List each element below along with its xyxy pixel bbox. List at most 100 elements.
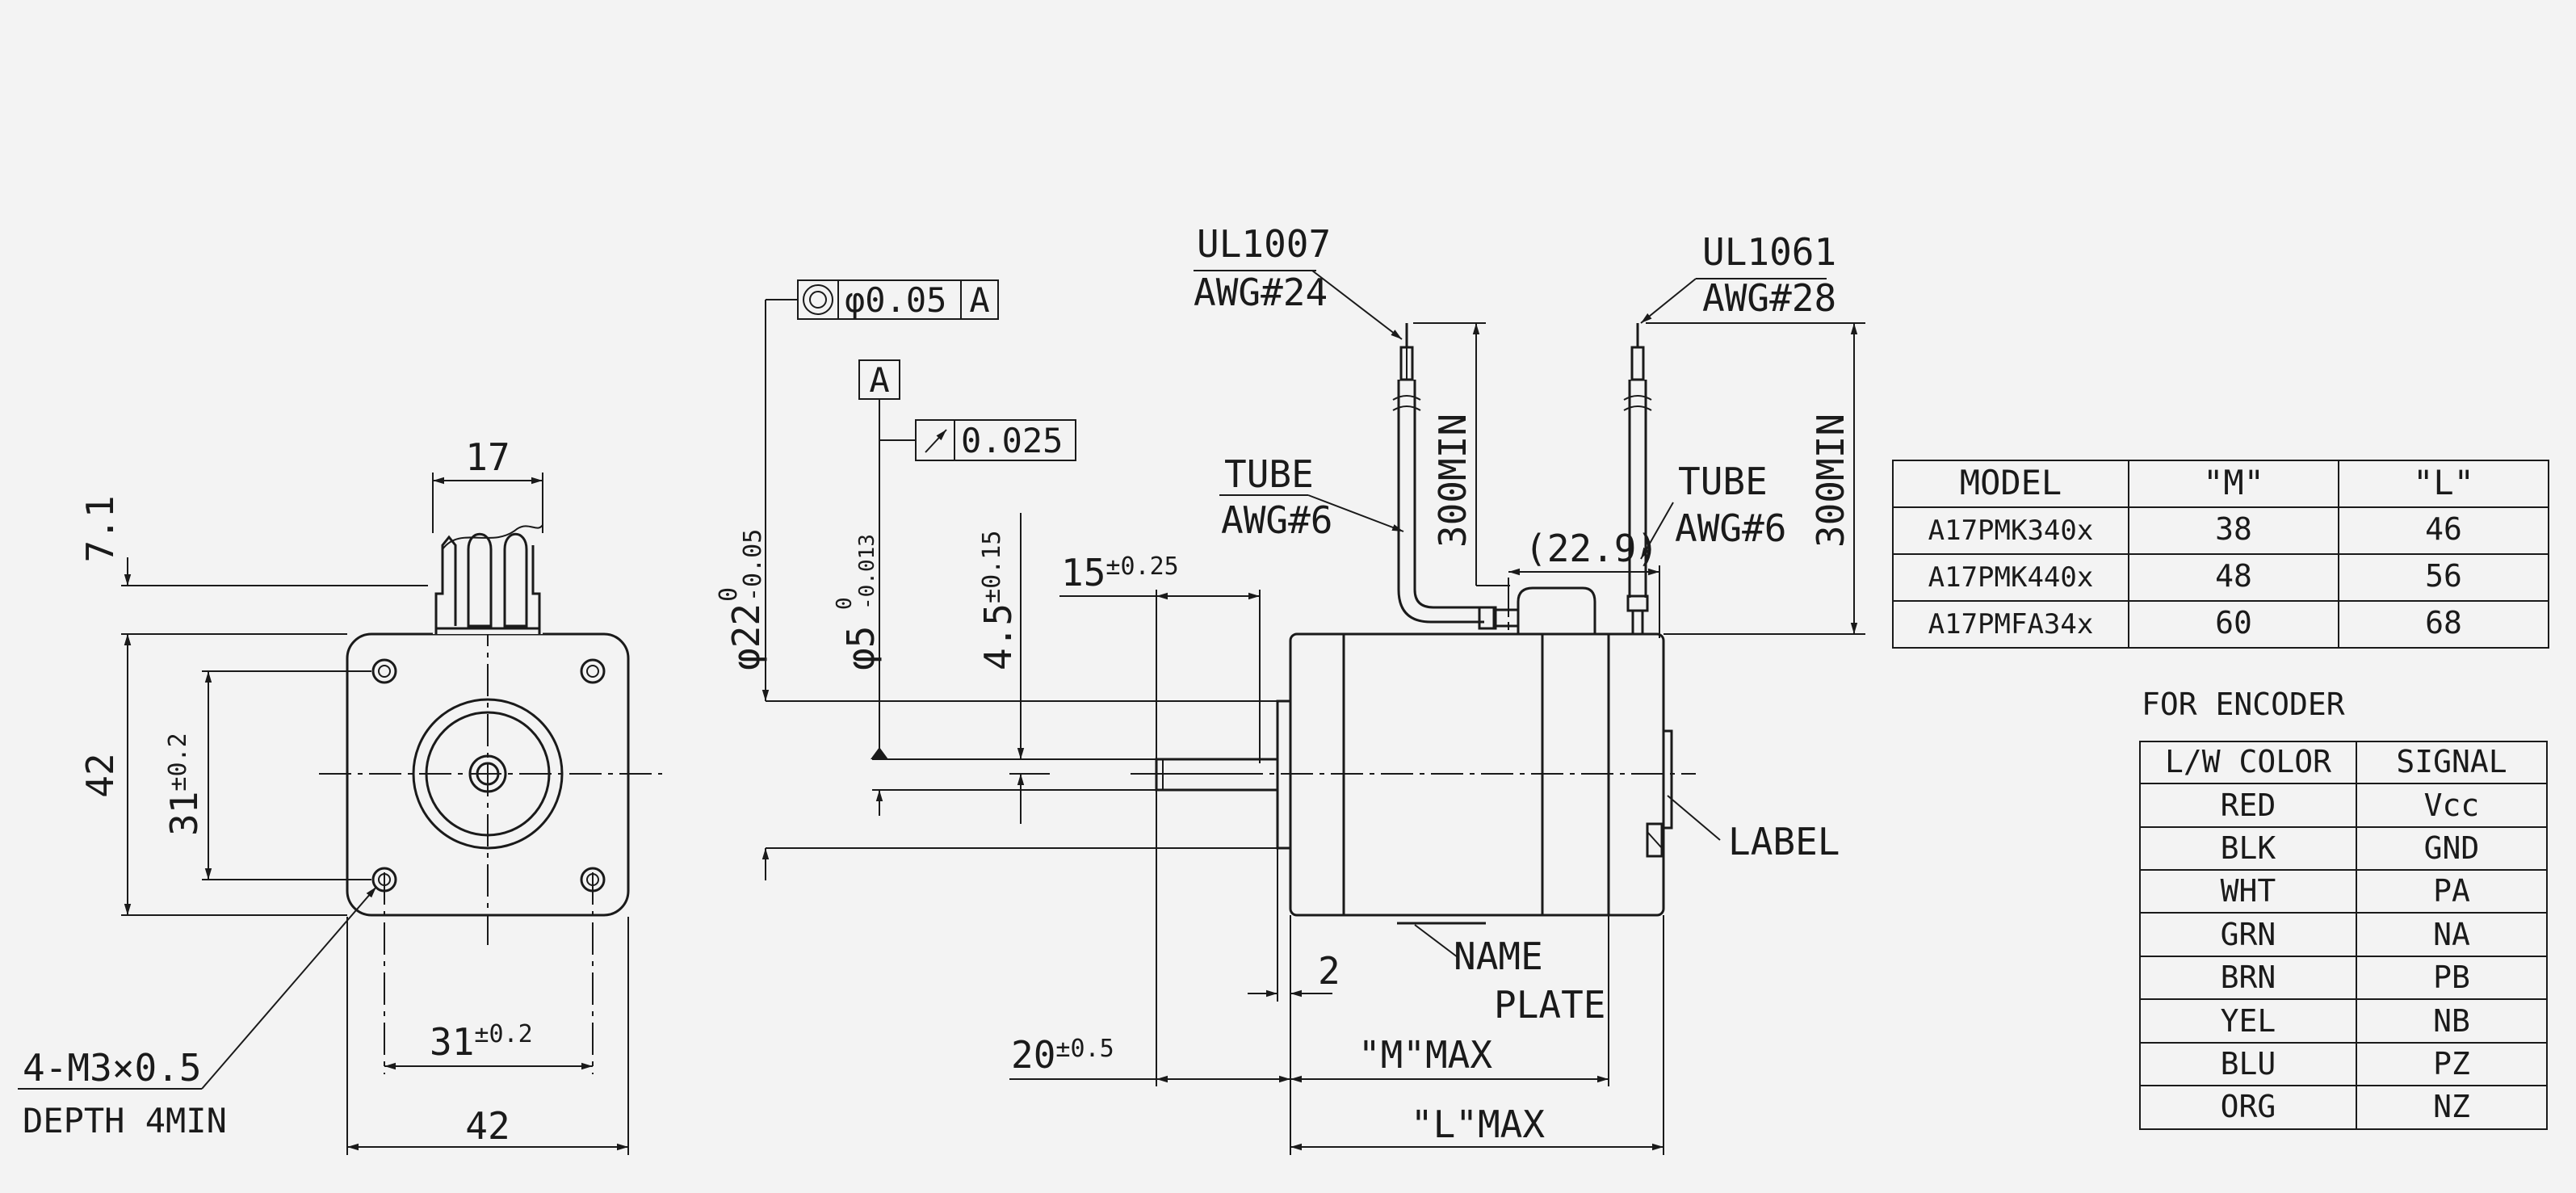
- dim-pilot-dia-tol-upper: 0: [715, 587, 743, 602]
- color-cell: YEL: [2221, 1003, 2276, 1039]
- encoder-table: FOR ENCODER L/W COLOR SIGNAL RED Vcc BLK…: [2139, 687, 2548, 1130]
- dim-width-top: 17: [465, 435, 510, 479]
- m-header: "M": [2203, 463, 2264, 502]
- lead-1: [1392, 323, 1497, 630]
- datum-label: A: [869, 360, 889, 400]
- side-view: LABEL NAME PLATE: [715, 222, 1865, 1155]
- color-header: L/W COLOR: [2165, 744, 2331, 779]
- lead2-length: 300MIN: [1809, 414, 1852, 548]
- model-cell: A17PMK340x: [1928, 515, 2094, 547]
- dim-flat-length: 15: [1061, 551, 1105, 594]
- dim-shaft-length: 20: [1011, 1033, 1055, 1077]
- lead1-length: 300MIN: [1431, 414, 1475, 548]
- dim-shaft-length-tol: ±0.5: [1055, 1035, 1114, 1063]
- lead2-spec-line1: UL1061: [1702, 230, 1836, 274]
- table-row: BLU PZ: [2221, 1046, 2470, 1082]
- svg-text:31±0.2: 31±0.2: [162, 733, 206, 836]
- table-row: BLK GND: [2221, 830, 2480, 866]
- signal-cell: PA: [2433, 873, 2470, 909]
- signal-header: SIGNAL: [2396, 744, 2507, 779]
- color-cell: GRN: [2221, 917, 2276, 952]
- label-plate: [1662, 729, 1673, 830]
- table-row: A17PMK340x 38 46: [1928, 511, 2462, 547]
- color-cell: RED: [2221, 788, 2276, 823]
- dim-l-max: "L"MAX: [1411, 1103, 1545, 1146]
- table-row: GRN NA: [2221, 917, 2470, 952]
- table-row: BRN PB: [2221, 960, 2470, 995]
- thread-note-line2: DEPTH 4MIN: [23, 1101, 227, 1140]
- dim-bolt-vertical-tol: ±0.2: [164, 733, 192, 791]
- table-row: ORG NZ: [2221, 1089, 2470, 1124]
- tube2-line2: AWG#6: [1675, 506, 1786, 550]
- dim-pilot-dia-tol-lower: -0.05: [739, 529, 767, 602]
- svg-text:31±0.2: 31±0.2: [430, 1020, 533, 1064]
- svg-text:15±0.25: 15±0.25: [1061, 551, 1179, 594]
- color-cell: WHT: [2221, 873, 2276, 909]
- tube1-line2: AWG#6: [1221, 498, 1332, 542]
- signal-cell: Vcc: [2424, 788, 2480, 823]
- dim-bolt-horizontal: 31: [430, 1020, 474, 1064]
- dim-height-top: 7.1: [78, 495, 122, 562]
- table-row: A17PMFA34x 60 68: [1928, 605, 2462, 641]
- table-row: WHT PA: [2221, 873, 2470, 909]
- encoder-connector: [1517, 586, 1596, 634]
- signal-cell: PB: [2433, 960, 2470, 995]
- lead2-spec-line2: AWG#28: [1702, 276, 1836, 320]
- dim-shaft-dia: φ5: [839, 626, 883, 670]
- dim-width: 42: [465, 1104, 510, 1148]
- nameplate-line1: NAME: [1454, 935, 1543, 978]
- tube1-line1: TUBE: [1224, 452, 1314, 496]
- model-header: MODEL: [1960, 463, 2062, 502]
- table-row: YEL NB: [2221, 1003, 2470, 1039]
- model-cell: A17PMK440x: [1928, 561, 2094, 594]
- gdt-concentricity-frame: φ0.05 A: [797, 279, 999, 320]
- nameplate-line2: PLATE: [1494, 983, 1605, 1027]
- dim-shaft-dia-tol-lower: -0.013: [855, 534, 879, 610]
- dim-bolt-horizontal-tol: ±0.2: [474, 1020, 532, 1048]
- l-cell: 46: [2425, 511, 2462, 547]
- lead1-spec-line1: UL1007: [1197, 222, 1331, 266]
- m-cell: 60: [2215, 605, 2252, 641]
- dim-connector: (22.9): [1525, 527, 1659, 570]
- table-row: A17PMK440x 48 56: [1928, 558, 2462, 594]
- color-cell: ORG: [2221, 1089, 2276, 1124]
- connector-top: [433, 524, 543, 634]
- color-cell: BLK: [2221, 830, 2276, 866]
- lead1-spec-line2: AWG#24: [1194, 271, 1328, 314]
- l-cell: 68: [2425, 605, 2462, 641]
- gdt-concentricity-datum: A: [969, 280, 989, 320]
- signal-cell: NA: [2433, 917, 2470, 952]
- signal-cell: NB: [2433, 1003, 2470, 1039]
- signal-cell: PZ: [2433, 1046, 2470, 1082]
- color-cell: BLU: [2221, 1046, 2276, 1082]
- svg-text:φ5: φ5: [839, 626, 883, 670]
- front-view: 17 7.1 42 31±0.2 31±0.2 42 4-M3×0.5 DEPT…: [18, 435, 662, 1155]
- gdt-runout-frame: 0.025: [915, 419, 1076, 461]
- lead-2: [1623, 323, 1652, 636]
- model-table: MODEL "M" "L" A17PMK340x 38 46 A17PMK440…: [1892, 460, 2549, 649]
- thread-note-line1: 4-M3×0.5: [23, 1046, 202, 1090]
- l-header: "L": [2413, 463, 2474, 502]
- dim-pilot-dia: φ22: [724, 603, 768, 670]
- dim-flat: 4.5: [976, 603, 1020, 670]
- signal-cell: GND: [2424, 830, 2480, 866]
- dim-pilot-depth: 2: [1318, 949, 1340, 993]
- l-cell: 56: [2425, 558, 2462, 594]
- gdt-concentricity-value: φ0.05: [845, 280, 946, 320]
- m-cell: 48: [2215, 558, 2252, 594]
- dim-height: 42: [78, 753, 122, 797]
- dim-flat-length-tol: ±0.25: [1105, 552, 1178, 581]
- svg-text:20±0.5: 20±0.5: [1011, 1033, 1114, 1077]
- svg-text:4.5±0.15: 4.5±0.15: [976, 531, 1020, 670]
- svg-text:φ22: φ22: [724, 603, 768, 670]
- color-cell: BRN: [2221, 960, 2276, 995]
- table-row: RED Vcc: [2221, 788, 2480, 823]
- gdt-runout-value: 0.025: [961, 421, 1063, 460]
- m-cell: 38: [2215, 511, 2252, 547]
- dim-m-max: "M"MAX: [1358, 1033, 1492, 1077]
- dim-bolt-vertical: 31: [162, 792, 206, 836]
- model-cell: A17PMFA34x: [1928, 608, 2094, 641]
- signal-cell: NZ: [2433, 1089, 2470, 1124]
- encoder-table-title: FOR ENCODER: [2142, 687, 2345, 722]
